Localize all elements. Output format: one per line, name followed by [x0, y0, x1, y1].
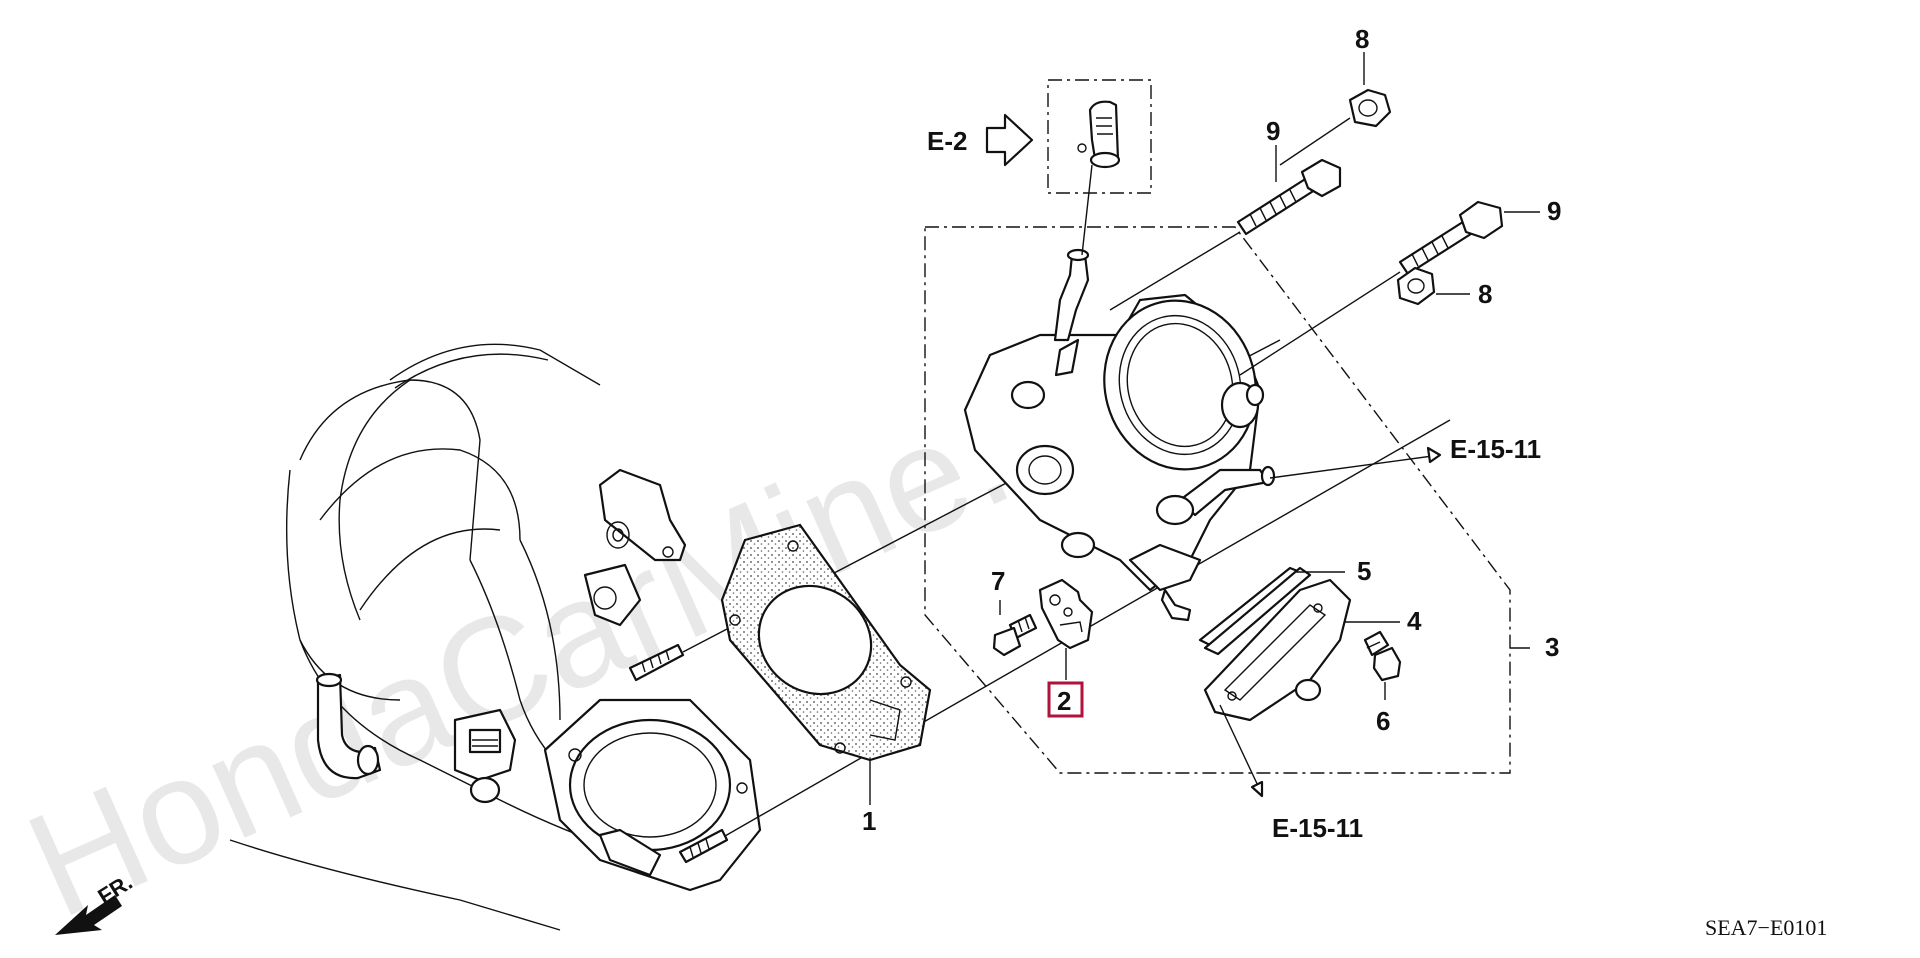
callout-9-top: 9 — [1266, 116, 1280, 146]
screw-7-icon — [992, 613, 1038, 657]
ref-e15-11-right: E-15-11 — [1450, 434, 1541, 464]
callout-8-top: 8 — [1355, 24, 1369, 54]
bolt-top-icon — [1236, 158, 1342, 236]
throttle-body — [963, 248, 1276, 622]
cover-gasket — [1198, 566, 1312, 656]
sensor-cover — [1203, 578, 1352, 722]
callout-5: 5 — [1357, 556, 1371, 586]
screw-6-icon — [1363, 630, 1402, 682]
stud-upper-icon — [628, 643, 685, 682]
flange-nut-right-icon — [1396, 266, 1436, 306]
intake-manifold — [229, 339, 1451, 931]
diagram-code: SEA7−E0101 — [1705, 915, 1827, 940]
sensor-bracket — [1038, 578, 1094, 650]
callout-1: 1 — [862, 806, 876, 836]
callout-9-right: 9 — [1547, 196, 1561, 226]
callout-4: 4 — [1407, 606, 1422, 636]
ref-e2: E-2 — [927, 126, 967, 156]
callout-2-highlight-box[interactable] — [1047, 681, 1084, 718]
front-arrow-icon — [55, 895, 122, 935]
callout-7: 7 — [991, 566, 1005, 596]
callout-2[interactable]: 2 — [1057, 686, 1071, 716]
assembly-boundary — [924, 226, 1511, 774]
stud-lower-icon — [678, 828, 729, 864]
callout-6: 6 — [1376, 706, 1390, 736]
upper-hose-detail — [1047, 79, 1152, 256]
throttle-body-gasket — [720, 523, 932, 762]
ref-e15-11-bottom: E-15-11 — [1272, 813, 1363, 843]
callout-8-right: 8 — [1478, 279, 1492, 309]
bolt-right-icon — [1398, 200, 1504, 276]
e2-arrow-icon — [985, 113, 1034, 167]
flange-nut-top-icon — [1348, 88, 1392, 128]
callout-3: 3 — [1545, 632, 1559, 662]
